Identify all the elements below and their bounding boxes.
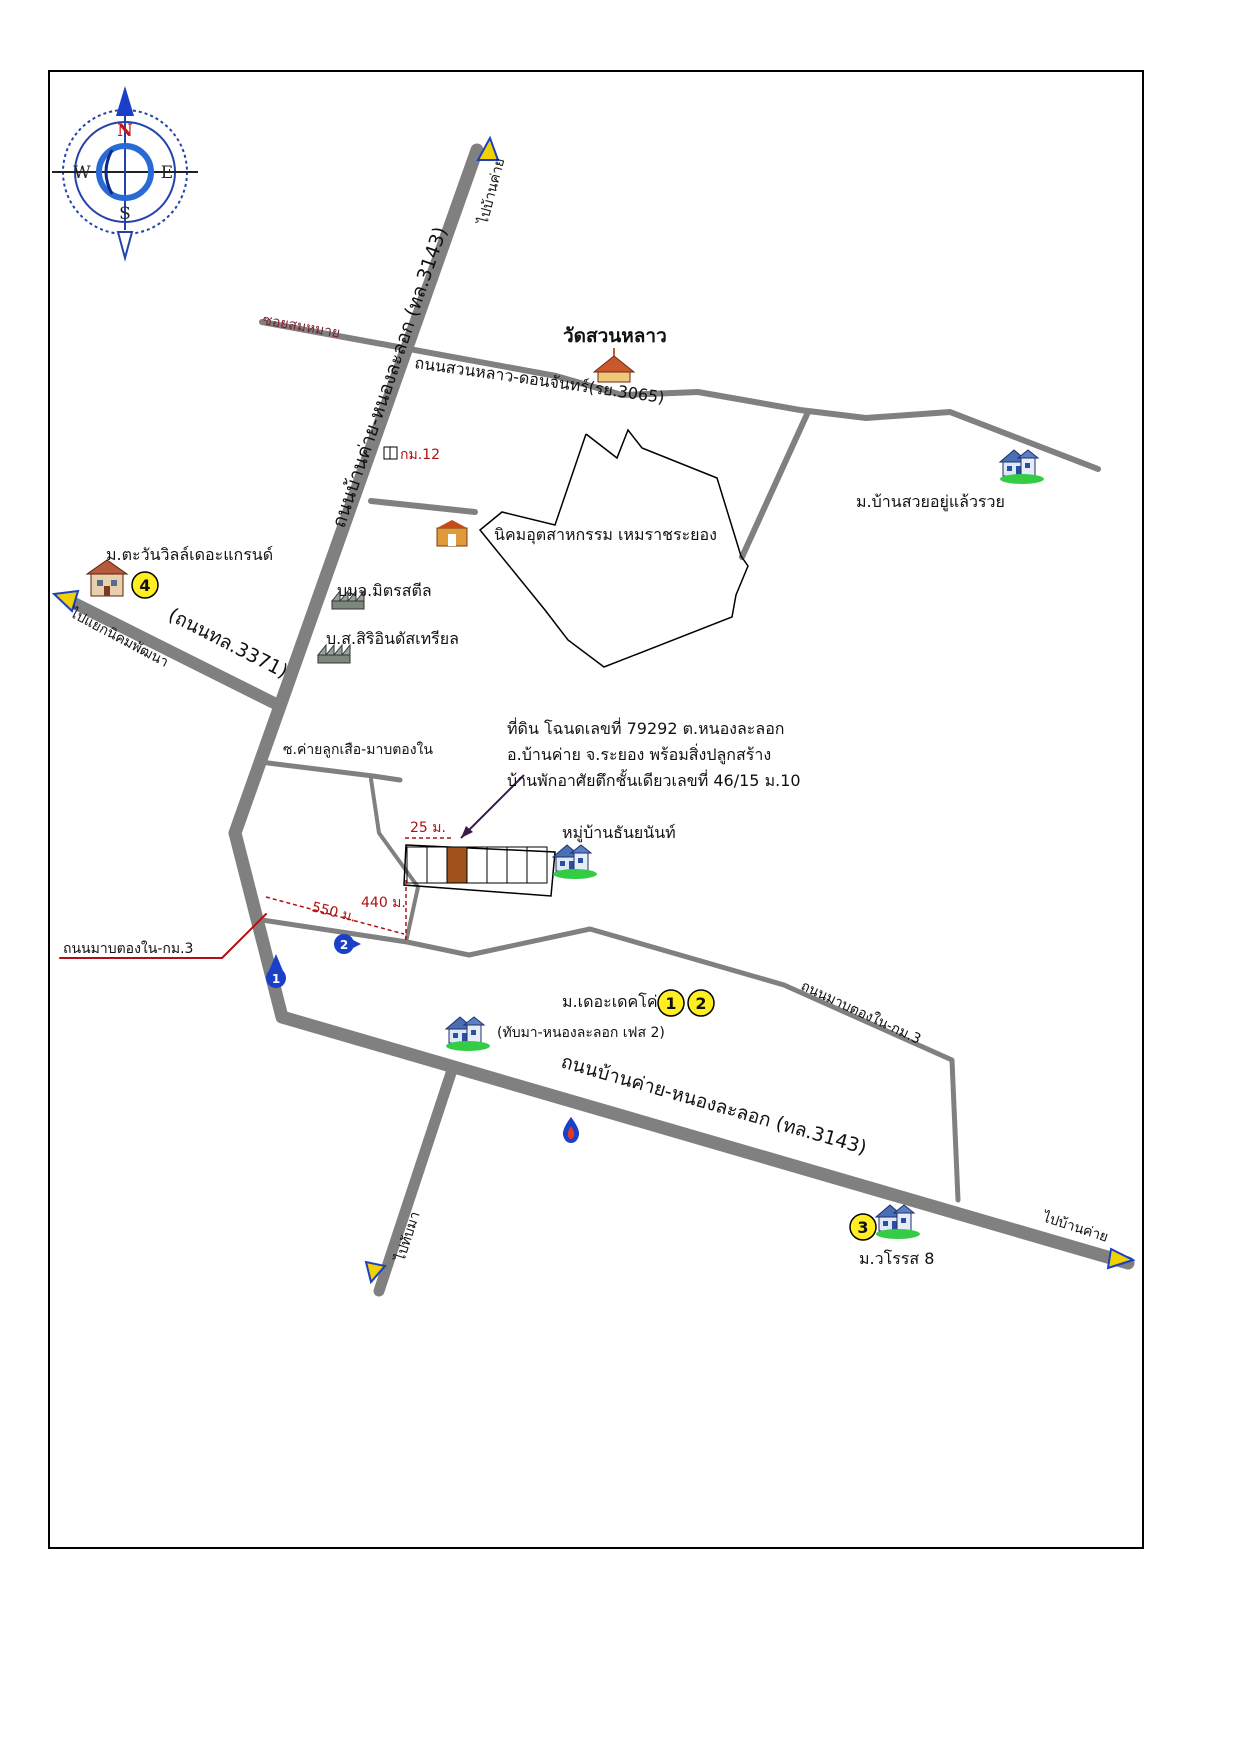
plot-pointer bbox=[460, 774, 525, 839]
km-post-icon bbox=[383, 446, 398, 460]
badge-1: 1 bbox=[657, 989, 685, 1017]
svg-text:3: 3 bbox=[857, 1218, 868, 1237]
road-suan-lao-extra bbox=[739, 409, 811, 560]
road-3371 bbox=[62, 594, 284, 711]
house-tawan-icon bbox=[85, 559, 129, 597]
road-main-3143 bbox=[228, 143, 1135, 1270]
label-road-3371: (ถนนทล.3371) bbox=[165, 604, 292, 683]
label-km12: กม.12 bbox=[400, 447, 440, 463]
compass-s: S bbox=[119, 204, 131, 224]
label-mitr-steel: บมจ.มิตรสตีล bbox=[337, 581, 432, 600]
compass-w: W bbox=[73, 163, 91, 183]
badge-2: 2 bbox=[687, 989, 715, 1017]
compass-n: N bbox=[117, 121, 133, 141]
subject-plot-highlight bbox=[446, 846, 468, 884]
road-red-leader bbox=[59, 913, 267, 959]
svg-text:2: 2 bbox=[340, 938, 348, 952]
label-ban-sai: ม.บ้านสวยอยู่แล้วรวย bbox=[856, 492, 1005, 512]
svg-text:1: 1 bbox=[665, 994, 676, 1013]
label-siri-industrial: บ.ส.สิริอินดัสเทรียล bbox=[326, 629, 459, 648]
industrial-estate-outline bbox=[478, 428, 749, 668]
house-the-deco-icon bbox=[445, 1016, 491, 1052]
road-map-tong-nai bbox=[259, 917, 961, 1203]
road-thap-ma bbox=[373, 1061, 459, 1297]
arrow-to-ban-khai-top-icon bbox=[476, 135, 500, 161]
label-to-ban-khai-top: ไปบ้านค่าย bbox=[474, 156, 508, 227]
label-thanyanan: หมู่บ้านธันยนันท์ bbox=[562, 823, 676, 843]
property-line-3: บ้านพักอาศัยตึกชั้นเดียวเลขที่ 46/15 ม.1… bbox=[507, 769, 801, 790]
label-the-deco: ม.เดอะเดคโค่ bbox=[562, 992, 658, 1011]
label-road-main-vertical: ถนนบ้านค่าย-หนองละลอก (ทล.3143) bbox=[328, 224, 452, 531]
map-frame bbox=[48, 70, 1144, 1549]
road-network bbox=[59, 143, 1135, 1297]
dim-width: 25 ม. bbox=[410, 820, 446, 836]
label-map-tong-nai-right: ถนนมาบตองใน-กม.3 bbox=[798, 977, 923, 1048]
direction-arrows bbox=[51, 135, 1136, 1285]
road-industrial-link bbox=[368, 498, 478, 515]
arrow-to-thap-ma-icon bbox=[364, 1260, 387, 1285]
gas-station-icon bbox=[562, 1117, 580, 1143]
dim-depth: 440 ม. bbox=[361, 895, 406, 911]
marker-1-icon: 1 bbox=[266, 954, 286, 988]
label-industrial: นิคมอุตสาหกรรม เหมราชระยอง bbox=[494, 525, 717, 545]
svg-text:2: 2 bbox=[695, 994, 706, 1013]
road-soi-som-mai bbox=[259, 319, 1101, 472]
dim-distance: 550 ม. bbox=[310, 899, 357, 925]
house-ban-sai-icon bbox=[999, 449, 1045, 485]
compass-e: E bbox=[161, 163, 173, 183]
label-the-deco-sub: (ทับมา-หนองละลอก เฟส 2) bbox=[497, 1025, 665, 1041]
label-map-tong-nai-left: ถนนมาบตองใน-กม.3 bbox=[63, 940, 193, 957]
badge-3: 3 bbox=[849, 1213, 877, 1241]
label-wat: วัดสวนหลาว bbox=[563, 325, 667, 347]
industrial-gate-icon bbox=[436, 520, 468, 547]
compass-rose: N S E W bbox=[52, 86, 198, 262]
arrow-to-ban-khai-bottom-icon bbox=[1106, 1247, 1136, 1270]
label-worarot: ม.วโรรส 8 bbox=[859, 1249, 934, 1268]
house-thanyanan-icon bbox=[552, 844, 598, 880]
wat-icon bbox=[592, 348, 636, 383]
label-soi-khai: ซ.ค่ายลูกเสือ-มาบตองใน bbox=[283, 741, 433, 758]
road-soi-khai-branch bbox=[369, 777, 420, 944]
road-soi-khai bbox=[257, 759, 403, 783]
arrow-to-nikhom-icon bbox=[51, 589, 80, 613]
svg-text:1: 1 bbox=[272, 972, 280, 986]
property-line-2: อ.บ้านค่าย จ.ระยอง พร้อมสิ่งปลูกสร้าง bbox=[507, 743, 771, 765]
badge-4: 4 bbox=[131, 571, 159, 599]
property-line-1: ที่ดิน โฉนดเลขที่ 79292 ต.หนองละลอก bbox=[507, 717, 785, 738]
label-tawan-villa: ม.ตะวันวิลล์เดอะแกรนด์ bbox=[106, 545, 273, 564]
dimension-lines bbox=[265, 837, 453, 940]
house-worarot-icon bbox=[875, 1204, 921, 1240]
north-arrow-icon bbox=[116, 86, 134, 116]
svg-text:4: 4 bbox=[139, 576, 150, 595]
marker-2-icon: 2 bbox=[334, 934, 361, 954]
label-soi-som-mai: ซอยสมหมาย bbox=[261, 312, 341, 341]
subject-plots bbox=[403, 844, 556, 897]
